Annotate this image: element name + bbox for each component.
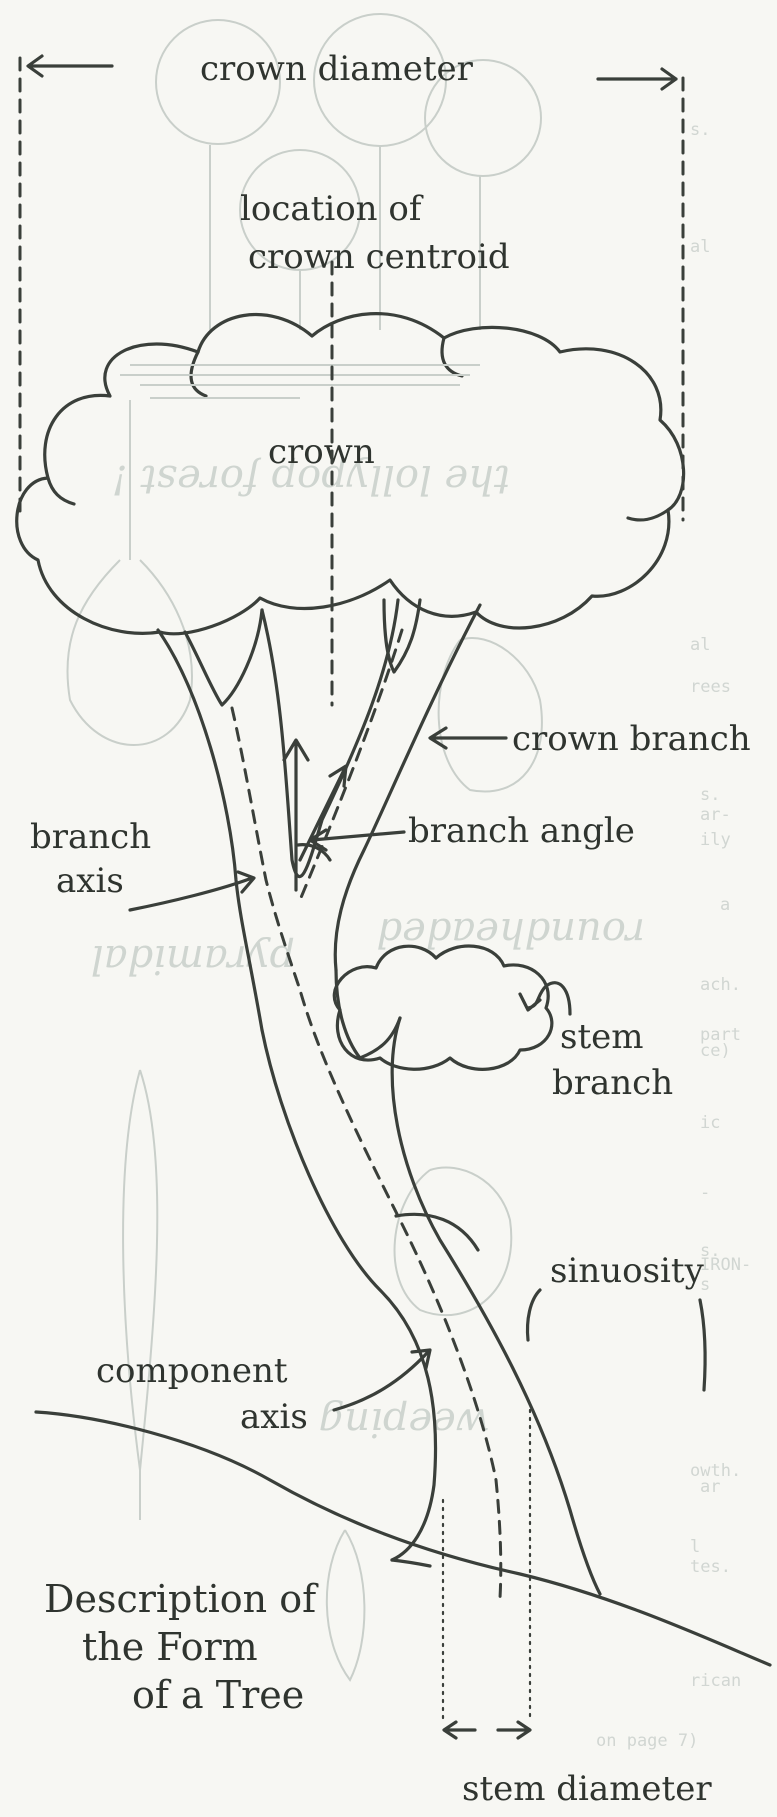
bleed-fragment-text: IRON- bbox=[700, 1255, 751, 1275]
bleed-roundhead bbox=[439, 638, 542, 791]
crown-branch-label: crown branch bbox=[512, 719, 751, 759]
bleed-fragment-text: al bbox=[690, 635, 710, 655]
bleed-fragment-text: l bbox=[690, 1537, 700, 1557]
crown-centroid-label-1: location of bbox=[240, 189, 424, 229]
crown-diameter-right-arrow bbox=[598, 69, 676, 89]
stem-diameter-left-arrow bbox=[444, 1722, 475, 1738]
branch-axis-label-1: branch bbox=[30, 817, 151, 857]
branch-angle-label: branch angle bbox=[408, 811, 635, 851]
component-axis-label-1: component bbox=[96, 1351, 288, 1391]
branch-axis-label-2: axis bbox=[56, 861, 124, 901]
bleed-fragment-text: s. bbox=[690, 120, 710, 140]
crown-diameter-left-arrow bbox=[28, 56, 112, 76]
caption-line-1: Description of bbox=[44, 1577, 319, 1621]
crown-label: crown bbox=[268, 432, 375, 472]
right-fork-notch bbox=[384, 600, 420, 672]
crown-curl-3 bbox=[48, 478, 74, 504]
trunk-base bbox=[392, 1560, 430, 1566]
stem-branch-label-2: branch bbox=[552, 1063, 673, 1103]
branch-angle-leader bbox=[310, 830, 404, 850]
stem-branch-leader bbox=[520, 983, 570, 1014]
bleed-fragment-text: ach. bbox=[700, 975, 741, 995]
bleed-fragment-text: rees bbox=[690, 677, 731, 697]
sinuosity-bracket-end bbox=[528, 1290, 541, 1340]
bleed-fragment-text: tes. bbox=[690, 1557, 731, 1577]
crown-curl-2 bbox=[442, 338, 462, 376]
bleed-fragment-text: on page 7) bbox=[596, 1731, 698, 1751]
bleed-tree-bottom bbox=[327, 1530, 365, 1680]
bleed-fragment-text: s. bbox=[700, 785, 720, 805]
bleed-fragment-text: ily bbox=[700, 830, 731, 850]
bleed-fragment-text: rican bbox=[690, 1671, 741, 1691]
trunk-right-outline-lower bbox=[392, 1018, 600, 1594]
crown-branch-axis-line bbox=[300, 630, 402, 900]
bleed-fragment-text: a bbox=[720, 895, 730, 915]
caption-line-2: the Form bbox=[82, 1625, 258, 1669]
sinuosity-label: sinuosity bbox=[550, 1251, 705, 1291]
crown-diameter-label: crown diameter bbox=[200, 49, 474, 89]
stem-branch-foliage bbox=[334, 946, 552, 1069]
stem-diameter-label: stem diameter bbox=[462, 1769, 712, 1809]
crown-branch-leader bbox=[430, 728, 506, 748]
trunk-left-outline-lower bbox=[262, 1030, 436, 1560]
bleed-fragment-text: ar- bbox=[700, 805, 731, 825]
bleed-weeping bbox=[395, 1167, 512, 1315]
sinuosity-tail bbox=[700, 1300, 705, 1390]
bleed-fragment-text: ar bbox=[700, 1477, 720, 1497]
bleed-fragment-text: ic bbox=[700, 1113, 720, 1133]
bleed-poplar bbox=[123, 1070, 157, 1520]
stem-branch-label-1: stem bbox=[560, 1017, 643, 1057]
bleed-conifer bbox=[67, 400, 192, 745]
bleed-text-pyramidal: pyramidal bbox=[91, 936, 295, 982]
stem-diameter-right-arrow bbox=[498, 1722, 530, 1738]
bleed-fragment-text: ce) bbox=[700, 1041, 731, 1061]
left-fork-notch bbox=[185, 610, 262, 705]
component-axis-label-2: axis bbox=[240, 1397, 308, 1437]
crown-curl-4 bbox=[628, 510, 668, 520]
bleed-hatch bbox=[120, 365, 480, 398]
crown-centroid-label-2: crown centroid bbox=[248, 237, 510, 277]
bleed-fragment-text: - bbox=[700, 1183, 710, 1203]
bleed-fragment-text: al bbox=[690, 237, 710, 257]
caption-line-3: of a Tree bbox=[132, 1673, 304, 1717]
